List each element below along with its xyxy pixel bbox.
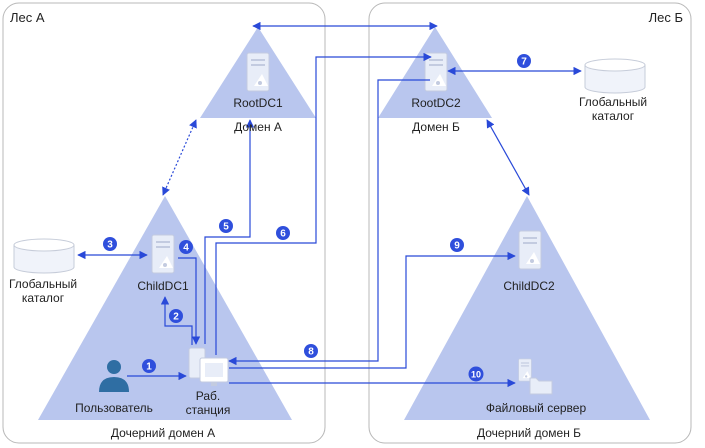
svg-text:9: 9	[454, 241, 460, 252]
childdc1-label: ChildDC1	[137, 279, 189, 293]
step-badge-8: 8	[304, 344, 318, 358]
fileserver-icon	[518, 358, 532, 382]
global-catalog-b-label-line1: Глобальный	[579, 95, 647, 109]
step-badge-6: 6	[276, 226, 290, 240]
child-domain-a-label: Дочерний домен А	[111, 426, 215, 440]
svg-text:6: 6	[280, 229, 286, 240]
step9-arrow	[229, 251, 516, 369]
domain-b-label: Домен Б	[412, 120, 460, 134]
user-label: Пользователь	[75, 401, 153, 415]
child-domain-b-label: Дочерний домен Б	[477, 426, 581, 440]
global-catalog-a-icon	[13, 238, 75, 274]
global-catalog-a-label-line2: каталог	[22, 291, 65, 305]
forest-a-label: Лес А	[10, 10, 45, 25]
step-badge-3: 3	[103, 237, 117, 251]
step-badge-1: 1	[142, 359, 156, 373]
forest-b-frame	[368, 2, 692, 444]
step-badge-7: 7	[517, 54, 531, 68]
svg-text:4: 4	[183, 243, 189, 254]
step2-arrow	[160, 296, 193, 345]
domain-a-label: Домен А	[234, 120, 282, 134]
folder-icon	[529, 377, 553, 395]
step6-arrow	[215, 52, 432, 355]
childdc2-label: ChildDC2	[503, 279, 555, 293]
childdc2-server-icon	[518, 230, 542, 270]
svg-text:5: 5	[223, 222, 229, 233]
workstation-label-line1: Раб.	[196, 389, 221, 403]
workstation-icon	[188, 347, 229, 386]
step-badge-5: 5	[219, 219, 233, 233]
workstation-label-line2: станция	[186, 403, 231, 417]
user-icon	[99, 360, 129, 392]
step4-arrow	[178, 257, 201, 345]
step5-arrow	[204, 119, 255, 344]
global-catalog-b-label-line2: каталог	[592, 109, 635, 123]
svg-text:10: 10	[471, 370, 481, 380]
step-badge-4: 4	[179, 240, 193, 254]
rootdc1-server-icon	[246, 52, 270, 92]
child-domain-b-triangle	[404, 196, 650, 420]
trust-b-arrow	[486, 119, 530, 196]
forest-a-frame	[2, 2, 326, 444]
global-catalog-b-icon	[584, 58, 646, 94]
trust-a-arrow	[162, 119, 197, 196]
svg-text:8: 8	[308, 347, 314, 358]
rootdc2-server-icon	[424, 52, 448, 92]
global-catalog-a-label-line1: Глобальный	[9, 277, 77, 291]
rootdc1-label: RootDC1	[233, 96, 283, 110]
step-badge-9: 9	[450, 238, 464, 252]
step-badge-2: 2	[169, 309, 183, 323]
svg-text:1: 1	[146, 362, 152, 373]
step-badge-10: 10	[468, 366, 484, 382]
childdc1-server-icon	[151, 234, 175, 274]
step8-arrow	[228, 79, 430, 366]
svg-text:3: 3	[107, 240, 113, 251]
rootdc2-label: RootDC2	[411, 96, 461, 110]
forest-b-label: Лес Б	[649, 10, 683, 25]
fileserver-label: Файловый сервер	[486, 401, 587, 415]
svg-text:7: 7	[521, 57, 527, 68]
svg-text:2: 2	[173, 312, 179, 323]
